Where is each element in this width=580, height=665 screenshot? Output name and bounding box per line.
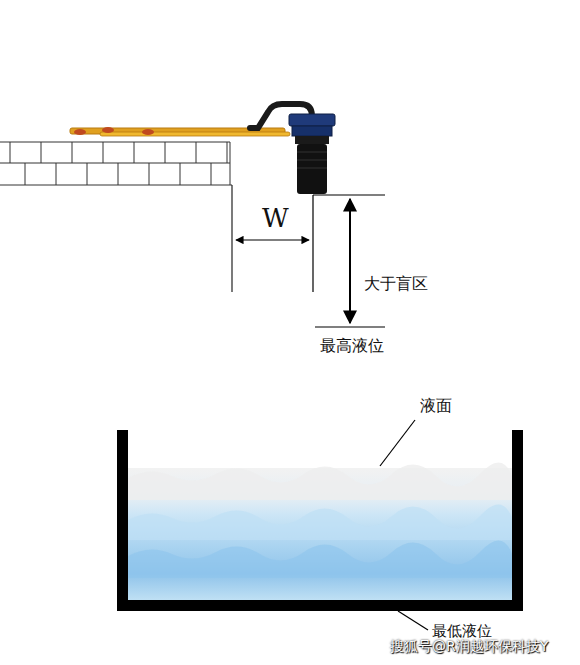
dimension-w: W xyxy=(262,203,289,234)
callout-label: 最低液位 xyxy=(432,622,492,640)
level-label: 最高液位 xyxy=(320,336,384,355)
ultrasonic-sensor xyxy=(289,114,335,194)
callout-label: 液面 xyxy=(420,396,452,415)
tank xyxy=(117,430,523,611)
leader-lines xyxy=(380,420,428,630)
sensor-cable xyxy=(70,104,312,136)
dimension-lines xyxy=(236,195,385,327)
watermark: 搜狐号@R润越环保科技Y xyxy=(390,638,548,655)
dimension-label: 大于盲区 xyxy=(364,274,428,293)
brick-wall xyxy=(0,142,232,185)
wall-face-line xyxy=(231,185,232,292)
